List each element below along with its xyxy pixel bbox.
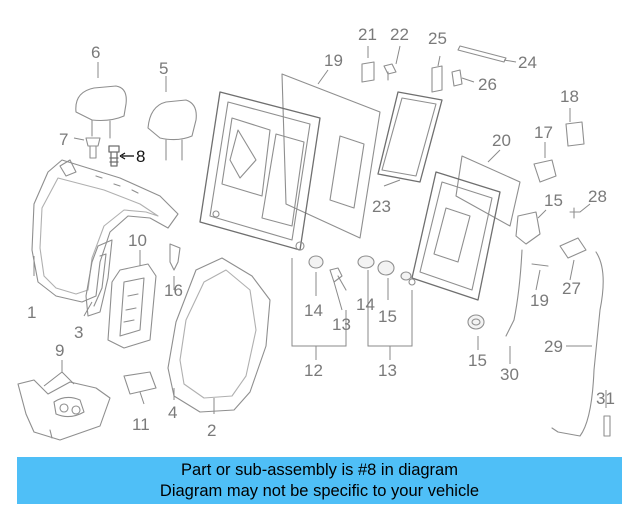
part-latch-18 (515, 207, 587, 267)
callout-31: 28 (588, 187, 607, 206)
banner-line-2: Diagram may not be specific to your vehi… (159, 482, 480, 500)
part-cap-16 (467, 314, 485, 330)
callout-20: 17 (534, 123, 553, 142)
info-banner: Part or sub-assembly is #8 in diagram Di… (17, 457, 622, 504)
part-grommets (308, 255, 412, 291)
part-frame-23 (408, 155, 521, 301)
part-headrest-6 (75, 85, 127, 139)
callout-4: 4 (168, 403, 177, 422)
part-panel-26 (377, 91, 443, 183)
callout-7: 7 (59, 130, 68, 149)
callout-29: 26 (478, 75, 497, 94)
callout-22: 19 (324, 51, 343, 70)
callout-15b: 15 (378, 307, 397, 326)
callout-34: 31 (596, 389, 615, 408)
part-latch-20-21 (533, 121, 585, 183)
parts-diagram: 6 5 7 8 1 3 9 10 16 4 11 2 19 21 22 25 2… (17, 25, 615, 441)
callout-14a: 13 (332, 315, 351, 334)
callout-30: 27 (562, 279, 581, 298)
callout-13: 13 (378, 361, 397, 380)
part-seat-cushion-2 (167, 257, 271, 413)
callout-17: 16 (164, 281, 183, 300)
part-trim-panel (85, 239, 113, 317)
part-seatback-cushion (31, 159, 179, 303)
callout-11: 11 (132, 415, 150, 434)
callout-10: 10 (128, 231, 147, 250)
callout-18: 15 (544, 191, 563, 210)
part-cables (505, 249, 611, 437)
callout-26: 23 (372, 197, 391, 216)
part-panel-10 (107, 263, 157, 349)
callout-21: 18 (560, 87, 579, 106)
callout-14b: 14 (356, 295, 375, 314)
part-armrest-9 (17, 379, 111, 441)
callout-27: 24 (518, 53, 537, 72)
leader-lines (33, 45, 607, 414)
callout-32: 29 (544, 337, 563, 356)
callout-2: 2 (207, 421, 216, 440)
callout-12: 12 (304, 361, 323, 380)
callout-8: 8 (136, 147, 145, 166)
callout-24: 21 (358, 25, 377, 44)
callout-25: 22 (390, 25, 409, 44)
callout-9: 9 (55, 341, 64, 360)
part-headrest-5 (147, 99, 197, 161)
banner-line-1: Part or sub-assembly is #8 in diagram (181, 461, 458, 479)
part-clip-17 (169, 243, 181, 271)
part-guide-7 (85, 137, 101, 159)
part-pad-11 (123, 371, 157, 395)
callout-labels: 6 5 7 8 1 3 9 10 16 4 11 2 19 21 22 25 2… (27, 25, 615, 440)
part-bolt-8 (108, 145, 120, 167)
callout-3: 3 (74, 323, 83, 342)
callout-33: 30 (500, 365, 519, 384)
callout-23: 20 (492, 131, 511, 150)
part-small-brackets (361, 45, 507, 93)
callout-16: 15 (468, 351, 487, 370)
callout-5: 5 (159, 59, 168, 78)
part-frame-22 (199, 73, 381, 251)
callout-1: 1 (27, 303, 36, 322)
callout-19: 19 (530, 291, 549, 310)
callout-6: 6 (91, 43, 100, 62)
callout-28: 25 (428, 29, 447, 48)
callout-15a: 14 (304, 301, 323, 320)
